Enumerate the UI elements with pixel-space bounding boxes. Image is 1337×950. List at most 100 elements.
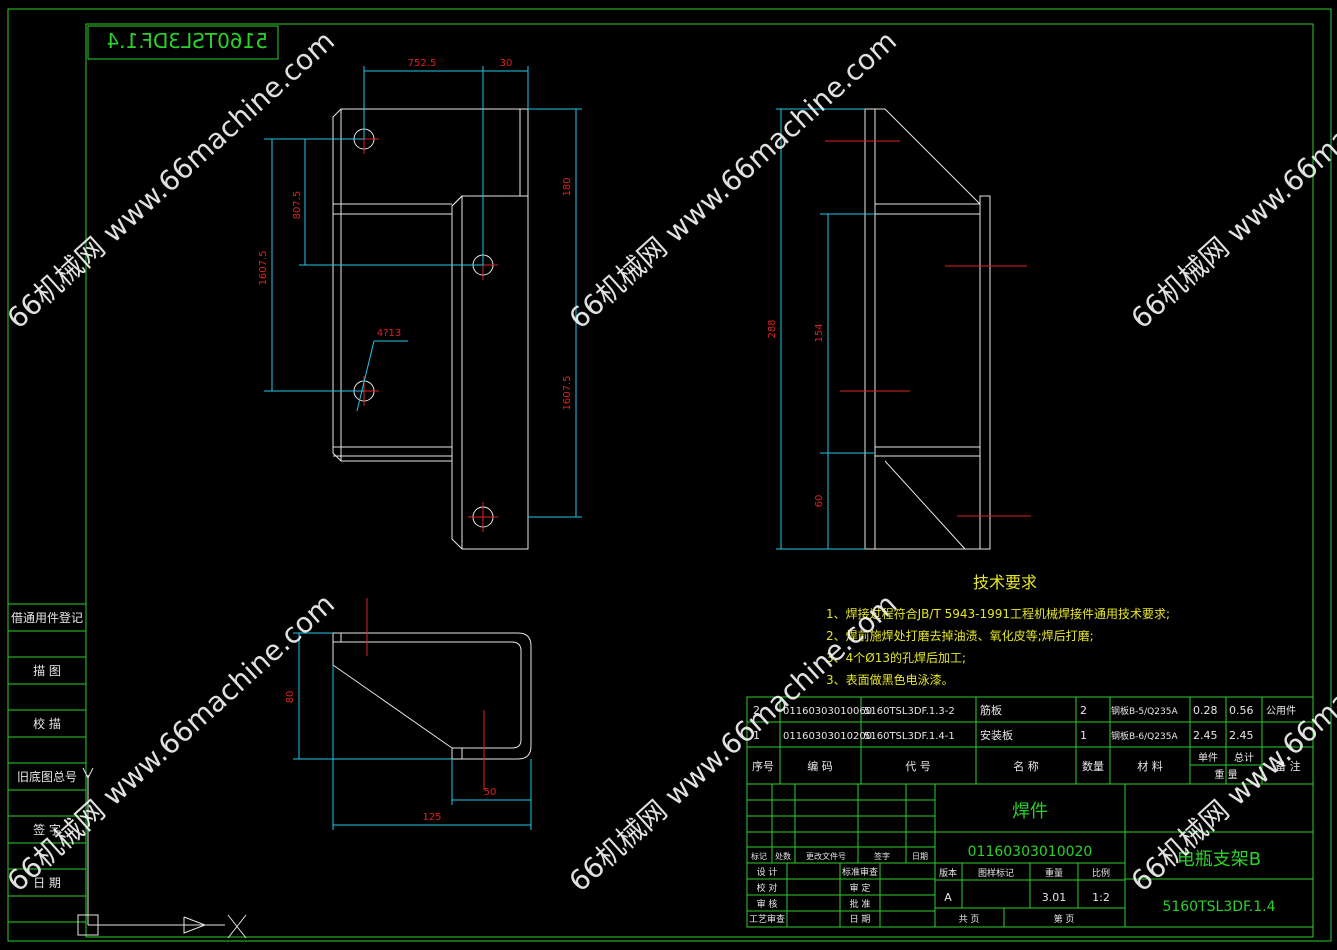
bom-row: 2 01160303010060 5160TSL3DF.1.3-2 筋板 2 钢…	[753, 703, 1296, 717]
top-view	[332, 598, 532, 790]
svg-text:2.45: 2.45	[1193, 729, 1218, 742]
tech-req-item: 2、焊前施焊处打磨去掉油渍、氧化皮等;焊后打磨;	[826, 628, 1094, 643]
svg-text:30: 30	[500, 58, 513, 69]
tech-req-item: 3、4个Ø13的孔焊后加工;	[826, 650, 966, 665]
svg-text:处数: 处数	[775, 851, 791, 861]
weight-value: 3.01	[1042, 891, 1067, 904]
svg-text:60: 60	[814, 495, 825, 508]
svg-text:日 期: 日 期	[33, 876, 61, 890]
svg-text:4?13: 4?13	[377, 328, 401, 339]
svg-text:重 量: 重 量	[1214, 768, 1237, 781]
svg-text:5160TSL3DF.1.4-1: 5160TSL3DF.1.4-1	[864, 731, 955, 742]
svg-text:公用件: 公用件	[1266, 705, 1296, 717]
svg-text:批 准: 批 准	[850, 898, 871, 910]
svg-text:01160303010060: 01160303010060	[783, 706, 872, 717]
bom-header: 序号 编 码 代 号 名 称 数量 材 料 单件 总计 重 量 备 注	[752, 751, 1301, 781]
svg-text:288: 288	[767, 319, 778, 338]
svg-text:版本: 版本	[939, 867, 957, 879]
svg-text:752.5: 752.5	[408, 58, 437, 69]
watermark: 66机械网 www.66machine.com	[1125, 24, 1337, 335]
svg-text:名 称: 名 称	[1013, 759, 1039, 773]
side-view	[825, 108, 1031, 550]
watermark: 66机械网 www.66machine.com	[563, 24, 903, 335]
svg-text:审 定: 审 定	[850, 882, 871, 894]
svg-text:标准审查: 标准审查	[842, 866, 878, 878]
svg-text:借通用件登记: 借通用件登记	[11, 610, 83, 625]
tech-req-title: 技术要求	[973, 573, 1037, 592]
watermark: 66机械网 www.66machine.com	[1, 587, 341, 898]
sign-labels: 设 计 校 对 审 核 工艺审查 标准审查 审 定 批 准 日 期	[749, 866, 878, 925]
svg-text:0.28: 0.28	[1193, 704, 1218, 717]
front-view	[332, 108, 529, 550]
svg-text:审 核: 审 核	[757, 898, 778, 910]
svg-text:重量: 重量	[1045, 867, 1063, 879]
svg-text:编 码: 编 码	[807, 759, 833, 773]
svg-text:描 图: 描 图	[33, 664, 61, 678]
svg-text:第 页: 第 页	[1054, 913, 1075, 925]
svg-text:旧底图总号: 旧底图总号	[17, 769, 77, 784]
svg-text:安装板: 安装板	[980, 728, 1013, 742]
part-type: 焊件	[1012, 801, 1048, 822]
mirrored-number-box	[87, 25, 279, 60]
svg-text:代 号: 代 号	[905, 760, 931, 773]
tech-req-item: 3、表面做黑色电泳漆。	[826, 672, 954, 687]
svg-text:50: 50	[484, 787, 497, 798]
revision-headers: 标记 处数 更改文件号 签字 日期	[751, 851, 928, 861]
top-view-dimensions: 80 50 125	[285, 632, 532, 830]
svg-text:工艺审查: 工艺审查	[749, 913, 785, 925]
part-code: 01160303010020	[968, 844, 1093, 860]
watermark: 66机械网 www.66machine.com	[1, 24, 341, 335]
svg-text:日期: 日期	[912, 852, 928, 861]
svg-text:2.45: 2.45	[1229, 729, 1254, 742]
part-name: 电瓶支架B	[1177, 849, 1261, 870]
svg-text:图样标记: 图样标记	[978, 867, 1014, 879]
svg-text:筋板: 筋板	[980, 703, 1002, 717]
svg-text:共 页: 共 页	[959, 914, 980, 925]
svg-text:更改文件号: 更改文件号	[806, 851, 846, 861]
svg-text:日 期: 日 期	[850, 914, 871, 925]
svg-text:01160303010200: 01160303010200	[783, 731, 872, 742]
ucs-icon	[77, 767, 247, 939]
svg-text:5160TSL3DF.1.3-2: 5160TSL3DF.1.3-2	[864, 706, 955, 717]
outer-frame	[7, 8, 1332, 942]
svg-text:1607.5: 1607.5	[562, 376, 573, 411]
svg-text:钢板B-6/Q235A: 钢板B-6/Q235A	[1111, 730, 1178, 742]
drawing-no: 5160TSL3DF.1.4	[1162, 899, 1275, 915]
svg-text:154: 154	[814, 323, 825, 342]
svg-text:备 注: 备 注	[1275, 759, 1301, 773]
svg-text:2: 2	[753, 704, 760, 717]
svg-text:180: 180	[562, 177, 573, 196]
title-block-grid	[746, 783, 1314, 928]
svg-text:0.56: 0.56	[1229, 704, 1254, 717]
side-view-dimensions: 288 154 60	[767, 108, 875, 550]
svg-text:序号: 序号	[752, 759, 774, 773]
svg-text:材 料: 材 料	[1137, 759, 1163, 773]
scale-value: 1:2	[1092, 891, 1110, 904]
title-block-values: 焊件 01160303010020 电瓶支架B 5160TSL3DF.1.4 版…	[939, 801, 1276, 925]
svg-text:1607.5: 1607.5	[258, 251, 269, 286]
svg-text:125: 125	[422, 812, 441, 823]
bom-row: 1 01160303010200 5160TSL3DF.1.4-1 安装板 1 …	[753, 728, 1254, 742]
svg-text:标记: 标记	[751, 851, 767, 861]
svg-text:签 字: 签 字	[33, 822, 61, 837]
svg-text:80: 80	[285, 691, 296, 704]
side-panel-labels: 借通用件登记 描 图 校 描 旧底图总号 签 字 日 期	[11, 610, 83, 890]
svg-text:校 描: 校 描	[33, 716, 61, 731]
technical-requirements: 技术要求 1、焊接过程符合JB/T 5943-1991工程机械焊接件通用技术要求…	[826, 573, 1170, 687]
svg-text:校 对: 校 对	[757, 882, 778, 894]
front-view-dimensions: 752.5 30 180 807.5 1607.5 1607.5 4?13	[258, 58, 582, 518]
svg-text:总计: 总计	[1234, 751, 1254, 764]
svg-text:比例: 比例	[1092, 867, 1110, 879]
svg-text:1: 1	[753, 729, 760, 742]
svg-text:设 计: 设 计	[757, 866, 778, 878]
inner-frame	[85, 23, 1314, 938]
version-value: A	[944, 891, 952, 904]
tech-req-item: 1、焊接过程符合JB/T 5943-1991工程机械焊接件通用技术要求;	[826, 606, 1170, 621]
side-panel-grid	[8, 603, 86, 923]
svg-text:签字: 签字	[874, 851, 890, 861]
mirrored-drawing-number: 5160TSL3DF.1.4	[106, 29, 268, 53]
svg-text:1: 1	[1080, 729, 1087, 742]
svg-text:单件: 单件	[1198, 752, 1218, 764]
bom-table-grid	[746, 696, 1314, 785]
